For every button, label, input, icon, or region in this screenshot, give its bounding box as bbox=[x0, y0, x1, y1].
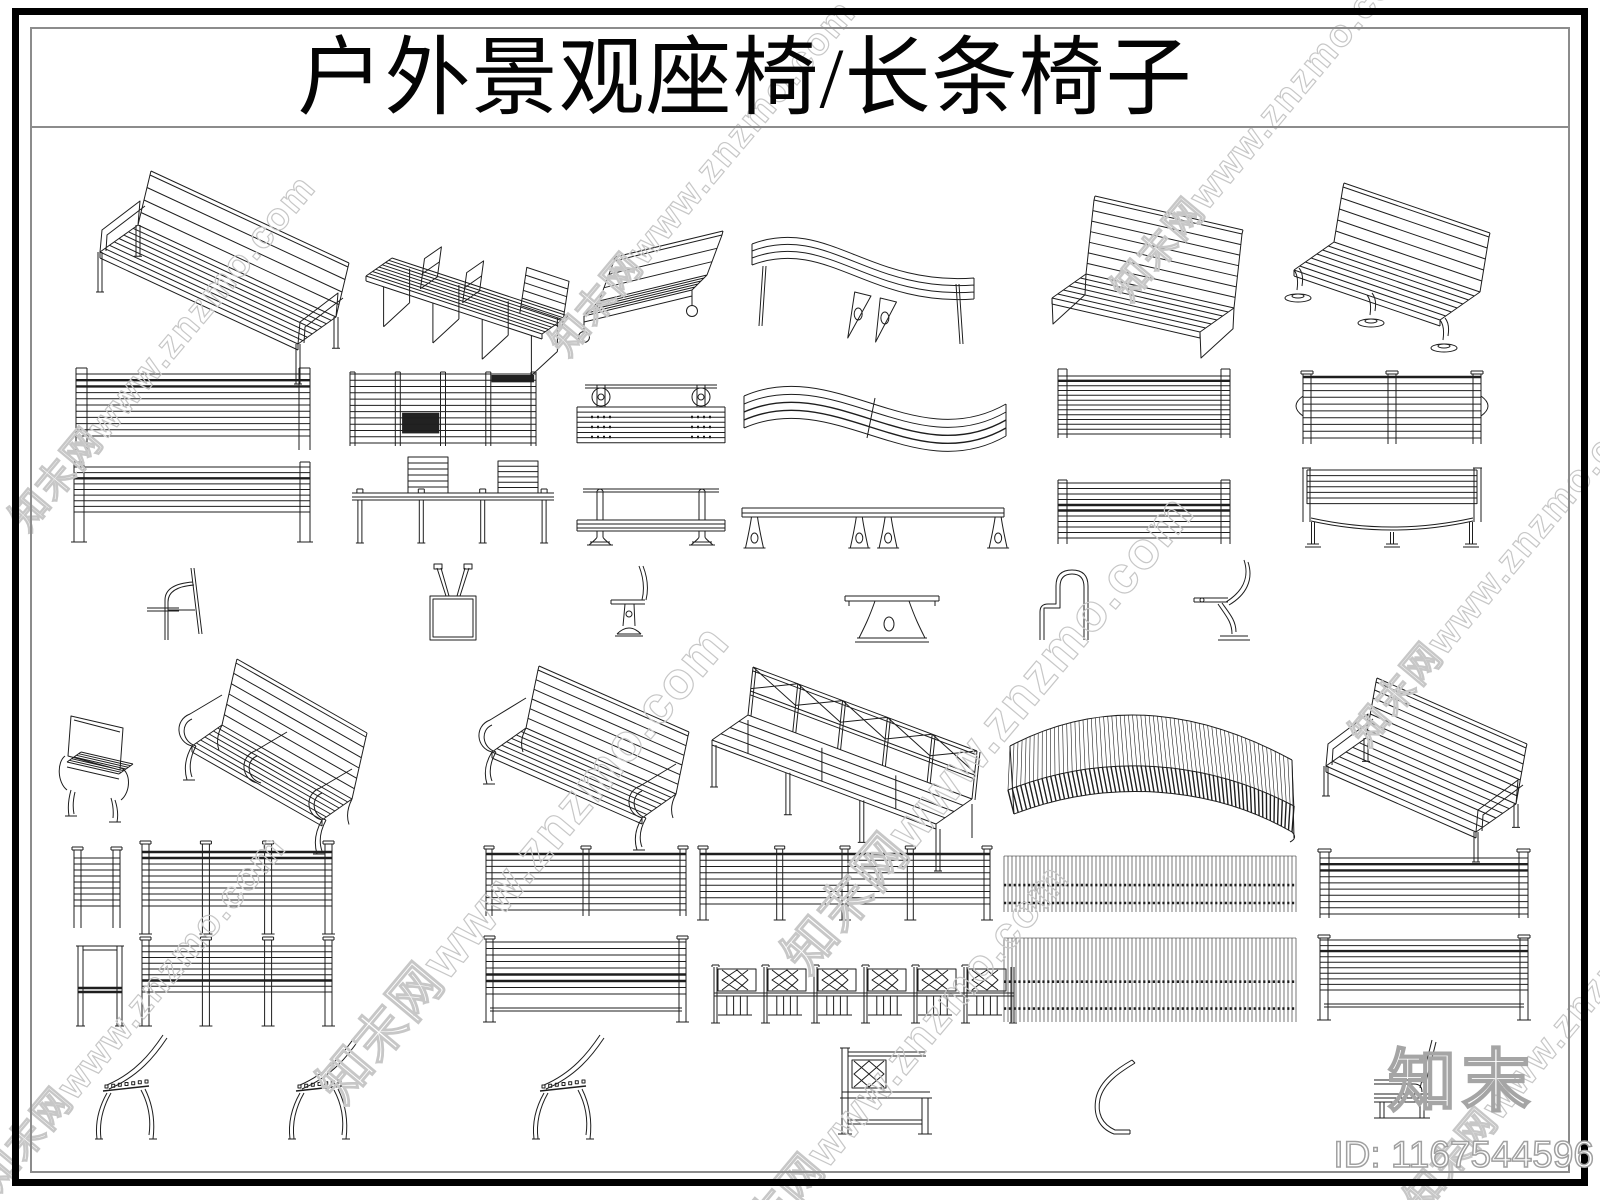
title-divider bbox=[30, 126, 1570, 128]
bench-front-slatted bbox=[75, 367, 311, 450]
bench-lattice-side bbox=[838, 1047, 932, 1135]
bench-top-scurve bbox=[743, 385, 1007, 452]
chair-top bbox=[429, 563, 477, 641]
bench-front-modular bbox=[349, 371, 537, 446]
bench-elev-modular bbox=[352, 456, 554, 544]
bench-front-dense bbox=[1057, 368, 1231, 438]
bench-elev-long bbox=[139, 936, 335, 1027]
bench-front-framed bbox=[1317, 848, 1531, 918]
bench-elev-slatted bbox=[71, 461, 313, 543]
bench-3d-modular bbox=[365, 246, 570, 376]
bench-3d-ballfeet bbox=[578, 230, 724, 343]
bench-3d-scurve bbox=[751, 236, 975, 345]
bench-elev-trumpet bbox=[576, 488, 726, 546]
bench-front-wide bbox=[483, 845, 689, 916]
rail-curved-side bbox=[1094, 1059, 1136, 1135]
bench-3d-pedestal bbox=[1284, 182, 1491, 353]
bench-3d-slat-long bbox=[96, 170, 350, 385]
chair-curved-side-2 bbox=[288, 1034, 361, 1140]
bench-3d-lattice bbox=[710, 666, 981, 872]
bench-front-small bbox=[71, 846, 123, 928]
table-side bbox=[844, 595, 940, 643]
chair-small-side bbox=[1374, 1039, 1437, 1119]
sheet-outer-border bbox=[12, 8, 1588, 1186]
bench-front-handles bbox=[1295, 370, 1489, 444]
sheet-title: 户外景观座椅/长条椅子 bbox=[297, 30, 1193, 126]
chair-side bbox=[147, 567, 203, 640]
bench-front-rollers bbox=[576, 384, 726, 444]
armchair-3d bbox=[58, 715, 134, 823]
bench-front-vertslat bbox=[1003, 855, 1297, 912]
bench-3d-curvearm bbox=[478, 665, 690, 851]
bench-3d-framearm bbox=[1322, 677, 1528, 863]
bench-front-sections bbox=[697, 845, 993, 921]
bench-elev-vertslat bbox=[1003, 937, 1297, 1022]
rail-side bbox=[1039, 569, 1089, 640]
sheet-inner-border bbox=[30, 27, 1570, 1173]
chair-recline-side bbox=[1193, 559, 1251, 641]
bench-3d-curvedback bbox=[1051, 195, 1244, 359]
chair-front bbox=[76, 945, 124, 1027]
bench-front-long bbox=[139, 840, 335, 935]
bench-3d-vertslat bbox=[1007, 714, 1296, 843]
bench-elev-sagrail bbox=[1302, 467, 1482, 548]
chair-curved-side-3 bbox=[532, 1034, 605, 1140]
chair-curved-side-1 bbox=[95, 1034, 168, 1140]
chair-pedestal-side bbox=[610, 565, 648, 637]
znzmo-logo-watermark: 知末 bbox=[1387, 1044, 1537, 1120]
sheet-id-watermark: ID: 1167544596 bbox=[1333, 1134, 1595, 1175]
bench-3d-multiseat bbox=[178, 658, 368, 855]
bench-elev-wide bbox=[483, 935, 689, 1023]
bench-elev-dense bbox=[1057, 479, 1231, 544]
bench-elev-lattice bbox=[711, 964, 1017, 1024]
bench-elev-framed bbox=[1317, 934, 1531, 1021]
bench-elev-flat bbox=[741, 507, 1010, 549]
